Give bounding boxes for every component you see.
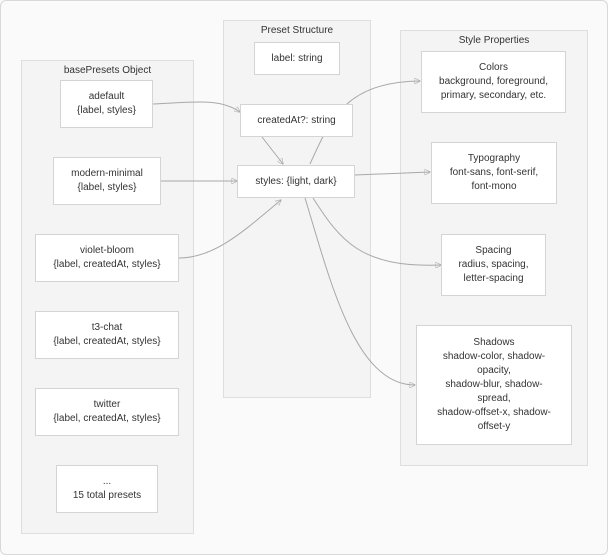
node-label-field: label: string [254,42,340,75]
group-title-style-properties: Style Properties [458,35,530,46]
node-colors: Colors background, foreground, primary, … [421,51,566,113]
node-styles-field: styles: {light, dark} [237,165,355,198]
node-shadows-title: Shadows [473,337,515,348]
node-violet-bloom-fields: {label, createdAt, styles} [53,259,161,270]
node-typography-line2: font-sans, font-serif, [449,167,539,178]
group-title-preset-structure: Preset Structure [260,25,334,36]
node-twitter-name: twitter [93,399,121,410]
node-colors-line3: primary, secondary, etc. [440,90,547,101]
node-more-count: 15 total presets [72,490,142,501]
node-modern-minimal-fields: {label, styles} [77,182,137,193]
node-spacing: Spacing radius, spacing, letter-spacing [441,234,546,296]
node-typography-title: Typography [467,153,521,164]
node-shadows-line4: shadow-blur, shadow- [445,379,543,390]
node-styles-field-text: styles: {light, dark} [255,175,337,187]
node-shadows-line5: spread, [477,393,511,404]
node-shadows: Shadows shadow-color, shadow- opacity, s… [416,325,572,445]
node-adefault-name: adefault [88,91,125,102]
node-more-ellipsis: ... [102,476,112,487]
node-shadows-line6: shadow-offset-x, shadow- [437,407,551,418]
node-typography: Typography font-sans, font-serif, font-m… [431,142,557,204]
node-t3-chat-name: t3-chat [91,322,123,333]
node-spacing-line2: radius, spacing, [458,259,529,270]
node-shadows-line3: opacity, [477,365,511,376]
group-base-presets: basePresets Object [21,60,194,534]
node-violet-bloom: violet-bloom {label, createdAt, styles} [35,234,179,282]
group-title-base-presets: basePresets Object [63,65,152,76]
node-created-at-field: createdAt?: string [240,104,353,137]
node-t3-chat: t3-chat {label, createdAt, styles} [35,311,179,359]
node-shadows-line7: offset-y [477,421,511,432]
node-more-presets: ... 15 total presets [56,465,158,513]
node-created-at-field-text: createdAt?: string [257,114,336,126]
node-adefault-fields: {label, styles} [77,105,136,116]
node-shadows-line2: shadow-color, shadow- [442,351,546,362]
node-violet-bloom-name: violet-bloom [80,245,134,256]
node-spacing-line3: letter-spacing [463,273,524,284]
node-t3-chat-fields: {label, createdAt, styles} [53,336,161,347]
node-typography-line3: font-mono [471,181,517,192]
node-colors-line2: background, foreground, [439,76,548,87]
node-modern-minimal: modern-minimal {label, styles} [53,157,161,205]
node-adefault: adefault {label, styles} [60,80,153,128]
node-spacing-title: Spacing [475,245,512,256]
group-preset-structure: Preset Structure [223,20,371,398]
node-twitter: twitter {label, createdAt, styles} [35,388,179,436]
node-label-field-text: label: string [271,52,323,64]
node-twitter-fields: {label, createdAt, styles} [53,413,161,424]
node-colors-title: Colors [479,62,508,73]
node-modern-minimal-name: modern-minimal [71,168,143,179]
